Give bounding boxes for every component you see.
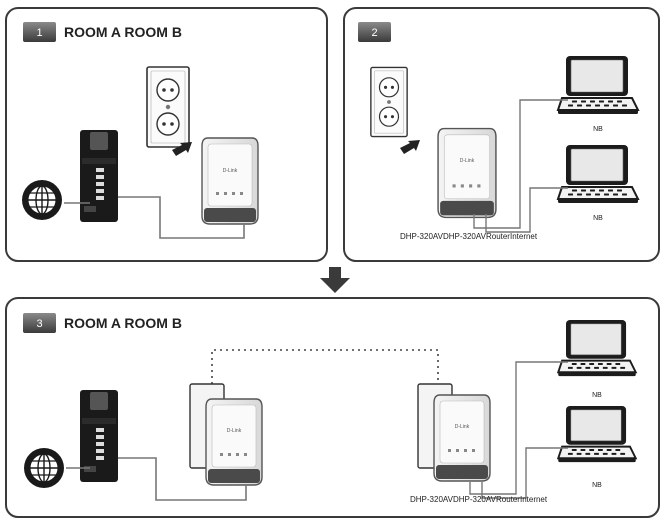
device-label-line: DHP-320AVDHP-320AVRouterInternet (410, 495, 548, 504)
panel-3-title: ROOM A ROOM B (64, 315, 182, 331)
cable-router-adapter (118, 196, 245, 239)
wall-outlet-icon (146, 66, 190, 148)
adapter-brand: D-Link (460, 158, 475, 164)
globe-icon (23, 447, 65, 489)
powerline-link-dotted (211, 349, 439, 384)
adapter-brand: D-Link (227, 428, 242, 434)
router-icon (80, 130, 118, 222)
plug-arrow-icon (400, 140, 420, 154)
adapter-brand: D-Link (455, 424, 470, 430)
plug-arrow-icon (172, 142, 192, 156)
laptop-label-top: NB (593, 126, 603, 133)
device-label-line: DHP-320AVDHP-320AVRouterInternet (400, 232, 538, 241)
powerline-adapter-icon (201, 137, 259, 225)
laptop-label-bottom: NB (593, 215, 603, 222)
step-number-2: 2 (371, 27, 377, 39)
step-number-3: 3 (36, 318, 42, 330)
laptop-icon (557, 404, 637, 464)
panel-step-1: 1 ROOM A ROOM B D-Link (5, 7, 328, 262)
powerline-adapter-icon (205, 398, 263, 486)
powerline-adapter-icon (433, 394, 491, 482)
cable-adapter-laptop-2 (485, 187, 568, 233)
panel-step-3: 3 ROOM A ROOM B D-Link D-Link NB NB DHP-… (5, 297, 660, 518)
globe-icon (21, 179, 63, 221)
arrow-down-icon (320, 267, 350, 293)
powerline-adapter-icon (437, 127, 497, 219)
laptop-icon (557, 55, 639, 115)
step-badge-3 (23, 313, 56, 333)
panel-step-2: 2 D-Link NB NB DHP-320AVDHP-320AVRouterI… (343, 7, 660, 262)
step-badge-2 (358, 22, 391, 42)
laptop-icon (557, 144, 639, 204)
panel-1-title: ROOM A ROOM B (64, 24, 182, 40)
step-number-1: 1 (36, 27, 42, 39)
laptop-icon (557, 318, 637, 378)
panel-3-frame (5, 297, 660, 518)
step-badge-1 (23, 22, 56, 42)
cable-adapter-laptop-1 (469, 361, 568, 495)
laptop-label-top: NB (592, 392, 602, 399)
cable-router-adapter (118, 457, 247, 501)
laptop-label-bottom: NB (592, 482, 602, 489)
adapter-brand: D-Link (223, 168, 238, 174)
cable-adapter-laptop-2 (481, 447, 568, 499)
wall-outlet-icon (370, 66, 408, 138)
cable-adapter-laptop-1 (473, 99, 568, 229)
